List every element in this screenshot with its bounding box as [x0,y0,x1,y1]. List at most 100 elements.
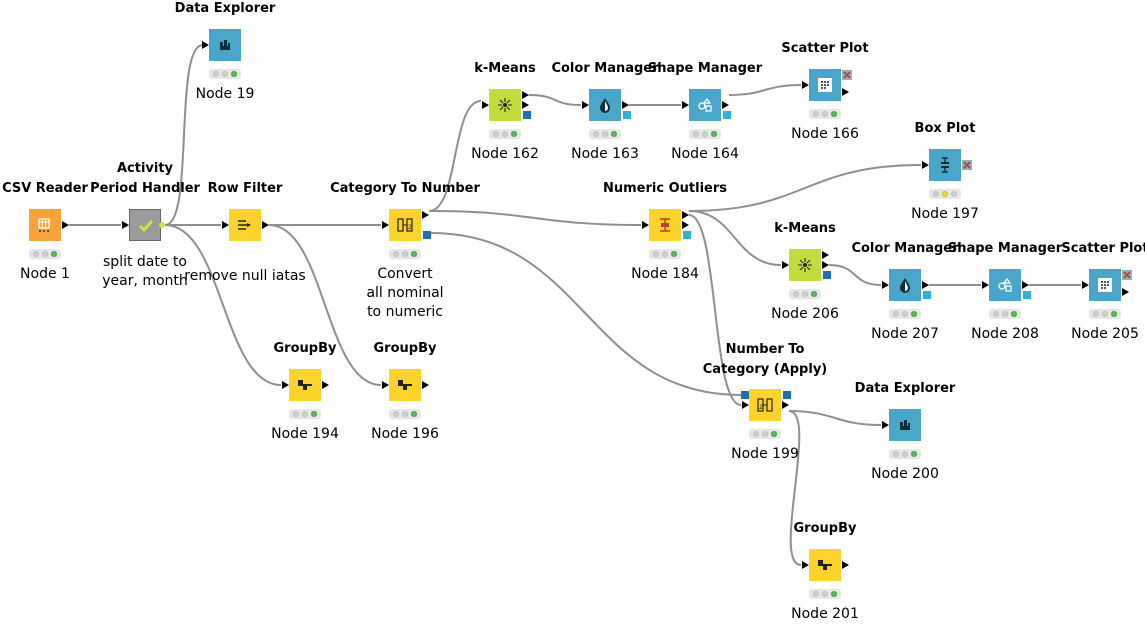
input-port[interactable] [202,41,209,49]
connection-line[interactable] [428,210,642,226]
connection-line[interactable] [688,164,922,212]
output-port[interactable] [262,221,269,229]
row-filter-icon[interactable] [229,209,261,241]
node-shape-manager-164[interactable]: Shape Manager Node 164 [648,61,762,162]
input-port[interactable] [1082,281,1089,289]
model-output-port[interactable] [723,111,731,119]
input-port[interactable] [882,281,889,289]
input-port[interactable] [982,281,989,289]
input-port[interactable] [582,101,589,109]
connection-line[interactable] [164,44,204,226]
model-input-port[interactable] [741,391,749,399]
data-explorer-icon[interactable] [889,409,921,441]
node-groupby-194[interactable]: GroupBy Node 194 [271,341,339,442]
model-output-port[interactable] [523,111,531,119]
node-groupby-201[interactable]: GroupBy Node 201 [791,521,859,622]
output-port[interactable] [1022,281,1029,289]
model-output-port[interactable] [623,111,631,119]
input-port[interactable] [482,101,489,109]
connection-line[interactable] [688,214,742,406]
output-port[interactable] [782,401,789,409]
number-to-category-icon[interactable]: 2 [749,389,781,421]
input-port[interactable] [382,381,389,389]
connection-line[interactable] [430,232,742,396]
numeric-outliers-icon[interactable] [649,209,681,241]
output-port[interactable] [1122,288,1129,296]
node-category-to-number[interactable]: Category To Number 2 Convert all nominal… [330,181,480,320]
model-output-port[interactable] [683,231,691,239]
node-shape-manager-208[interactable]: Shape Manager Node 208 [948,241,1062,342]
kmeans-icon[interactable] [789,249,821,281]
output-port[interactable] [722,101,729,109]
output-port[interactable] [159,222,165,228]
model-output-port[interactable] [923,291,931,299]
metanode-check-icon[interactable] [129,209,161,241]
groupby-icon[interactable] [809,549,841,581]
output-port[interactable] [62,221,69,229]
shape-icon[interactable] [989,269,1021,301]
scatter-plot-icon[interactable] [809,69,841,101]
input-port[interactable] [802,561,809,569]
color-drop-icon[interactable] [889,269,921,301]
output-port[interactable] [822,251,829,259]
connection-line[interactable] [788,410,882,426]
connection-line[interactable] [428,100,482,212]
output-port[interactable] [322,381,329,389]
model-output-port[interactable] [1023,291,1031,299]
output-port[interactable] [822,261,829,269]
node-data-explorer-19[interactable]: Data Explorer Node 19 [175,1,276,102]
node-groupby-196[interactable]: GroupBy Node 196 [371,341,439,442]
kmeans-icon[interactable] [489,89,521,121]
color-drop-icon[interactable] [589,89,621,121]
box-plot-icon[interactable] [929,149,961,181]
output-port[interactable] [842,88,849,96]
shape-icon[interactable] [689,89,721,121]
csv-reader-icon[interactable] [29,209,61,241]
output-port[interactable] [842,561,849,569]
input-port[interactable] [922,161,929,169]
input-port[interactable] [642,221,649,229]
data-explorer-icon[interactable] [209,29,241,61]
connection-line[interactable] [528,94,582,106]
node-row-filter[interactable]: Row Filter remove null iatas [184,181,305,284]
close-icon[interactable] [1122,270,1132,280]
node-activity-period-handler[interactable]: Activity Period Handler split date to ye… [90,161,200,289]
input-port[interactable] [742,401,749,409]
model-output-port[interactable] [783,391,791,399]
connection-line[interactable] [268,224,382,386]
input-port[interactable] [382,221,389,229]
node-scatter-plot-166[interactable]: Scatter Plot Node 166 [781,41,868,142]
input-port[interactable] [282,381,289,389]
node-number-to-category-199[interactable]: Number To Category (Apply) 2 Node 199 [703,342,827,462]
input-port[interactable] [782,261,789,269]
input-port[interactable] [122,221,129,229]
node-scatter-plot-205[interactable]: Scatter Plot Node 205 [1061,241,1145,342]
groupby-icon[interactable] [389,369,421,401]
input-port[interactable] [222,221,229,229]
model-output-port[interactable] [423,231,431,239]
connection-line[interactable] [728,84,802,96]
model-output-port[interactable] [823,271,831,279]
connection-line[interactable] [164,224,282,386]
output-port[interactable] [922,281,929,289]
input-port[interactable] [882,421,889,429]
node-color-manager-207[interactable]: Color Manager Node 207 [851,241,958,342]
close-icon[interactable] [962,160,972,170]
close-icon[interactable] [842,70,852,80]
node-box-plot-197[interactable]: Box Plot Node 197 [911,121,979,222]
output-port[interactable] [682,211,689,219]
output-port[interactable] [522,101,529,109]
output-port[interactable] [422,381,429,389]
connection-line[interactable] [688,210,782,266]
output-port[interactable] [422,211,429,219]
node-color-manager-163[interactable]: Color Manager Node 163 [551,61,658,162]
output-port[interactable] [622,101,629,109]
node-data-explorer-200[interactable]: Data Explorer Node 200 [855,381,956,482]
connection-line[interactable] [788,410,802,566]
output-port[interactable] [682,221,689,229]
node-numeric-outliers-184[interactable]: Numeric Outliers Node 184 [603,181,727,282]
node-kmeans-206[interactable]: k-Means Node 206 [771,221,839,322]
output-port[interactable] [522,91,529,99]
input-port[interactable] [802,81,809,89]
